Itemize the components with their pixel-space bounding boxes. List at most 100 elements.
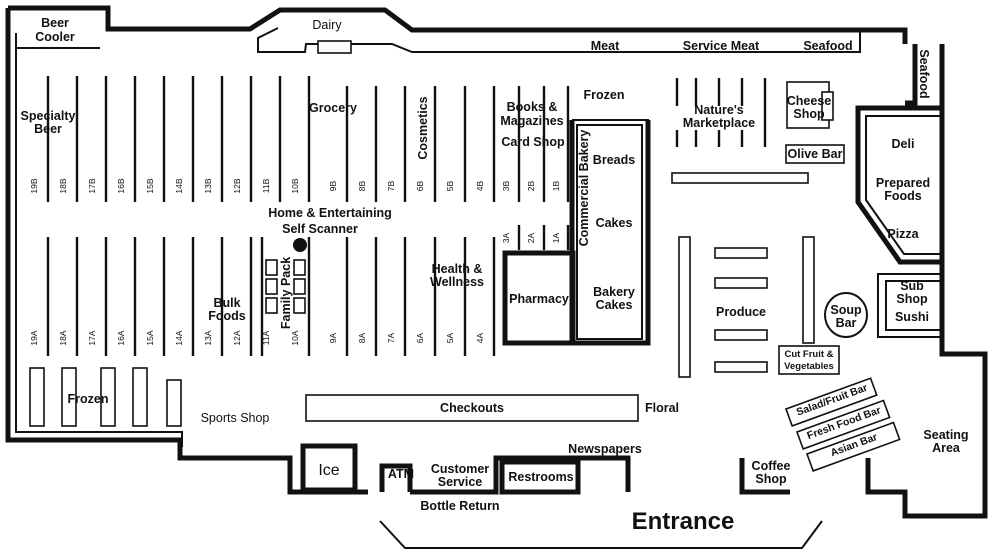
natures-marketplace-label: Nature's bbox=[694, 103, 744, 117]
customer-service-label-2: Service bbox=[438, 475, 483, 489]
aisle-label-12b: 12B bbox=[232, 178, 242, 193]
store-walls bbox=[5, 5, 988, 549]
bakery-cakes-label: Bakery bbox=[593, 285, 635, 299]
dairy-case bbox=[317, 40, 352, 54]
aisle-label-19b: 19B bbox=[29, 178, 39, 193]
aisle-label-7a: 7A bbox=[386, 332, 396, 343]
aisle-label-10b: 10B bbox=[290, 178, 300, 193]
produce-displays bbox=[671, 81, 868, 378]
aisle-label-17a: 17A bbox=[87, 330, 97, 345]
aisle-label-16b: 16B bbox=[116, 178, 126, 193]
fresh-food-bar-box bbox=[795, 399, 891, 450]
pharmacy-label: Pharmacy bbox=[509, 292, 569, 306]
specialty-beer-label: Specialty bbox=[21, 109, 76, 123]
natures-marketplace-label-2: Marketplace bbox=[683, 116, 755, 130]
deli-label: Deli bbox=[892, 137, 915, 151]
olive-bar-label: Olive Bar bbox=[788, 147, 843, 161]
breads-label: Breads bbox=[593, 153, 635, 167]
bottle-return-label: Bottle Return bbox=[420, 499, 499, 513]
health-wellness-label-2: Wellness bbox=[430, 275, 484, 289]
aisle-label-12a: 12A bbox=[232, 330, 242, 345]
aisle-label-9a: 9A bbox=[328, 332, 338, 343]
aisle-label-5b: 5B bbox=[445, 180, 455, 191]
cheese-shop-label-2: Shop bbox=[793, 107, 825, 121]
cut-fruit-label-2: Vegetables bbox=[784, 361, 834, 372]
frozen-bottom-label: Frozen bbox=[68, 392, 109, 406]
atm-label: ATM bbox=[388, 467, 414, 481]
aisle-label-11a: 11A bbox=[261, 330, 271, 345]
aisle-label-6a: 6A bbox=[415, 332, 425, 343]
self-scanner-marker bbox=[293, 238, 307, 252]
books-label-2: Magazines bbox=[500, 114, 563, 128]
bulk-foods-label-2: Foods bbox=[208, 309, 246, 323]
aisle-label-16a: 16A bbox=[116, 330, 126, 345]
aisle-label-3a: 3A bbox=[501, 232, 511, 243]
aisle-label-3b: 3B bbox=[501, 180, 511, 191]
dairy-label: Dairy bbox=[312, 18, 342, 32]
family-pack-label: Family Pack bbox=[279, 257, 293, 329]
aisle-label-14b: 14B bbox=[174, 178, 184, 193]
aisle-shelves-b bbox=[46, 76, 570, 202]
checkouts-counter bbox=[305, 394, 639, 422]
aisle-label-18a: 18A bbox=[58, 330, 68, 345]
front-services bbox=[300, 443, 745, 495]
sub-shop-label-2: Shop bbox=[896, 292, 928, 306]
grocery-label: Grocery bbox=[309, 101, 357, 115]
coffee-shop-label-2: Shop bbox=[755, 472, 787, 486]
bakery-cakes-label-2: Cakes bbox=[596, 298, 633, 312]
seafood-top-label: Seafood bbox=[803, 39, 852, 53]
aisle-label-11b: 11B bbox=[261, 178, 271, 193]
asian-bar-box bbox=[805, 421, 901, 472]
produce-label: Produce bbox=[716, 305, 766, 319]
customer-service-label: Customer bbox=[431, 462, 489, 476]
cosmetics-label: Cosmetics bbox=[416, 96, 430, 159]
restrooms-box bbox=[499, 459, 581, 495]
aisle-label-1a: 1A bbox=[551, 232, 561, 243]
salad-bar-box bbox=[784, 377, 878, 427]
frozen-top-label: Frozen bbox=[584, 88, 625, 102]
home-entertaining-label: Home & Entertaining bbox=[268, 206, 392, 220]
sub-shop-label: Sub bbox=[900, 279, 924, 293]
aisle-label-19a: 19A bbox=[29, 330, 39, 345]
restrooms-label: Restrooms bbox=[508, 470, 573, 484]
sports-shop-label: Sports Shop bbox=[201, 411, 270, 425]
aisle-label-2a: 2A bbox=[526, 232, 536, 243]
cheese-shop-label: Cheese bbox=[787, 94, 832, 108]
aisle-label-1b: 1B bbox=[551, 180, 561, 191]
meat-label: Meat bbox=[591, 39, 620, 53]
aisle-label-9b: 9B bbox=[328, 180, 338, 191]
aisle-label-2b: 2B bbox=[526, 180, 536, 191]
aisle-label-10a: 10A bbox=[290, 330, 300, 345]
cut-fruit-label: Cut Fruit & bbox=[784, 349, 833, 360]
ice-label: Ice bbox=[318, 462, 339, 479]
health-wellness-label: Health & bbox=[432, 262, 483, 276]
aisle-label-18b: 18B bbox=[58, 178, 68, 193]
prepared-foods-label-2: Foods bbox=[884, 189, 922, 203]
soup-bar-label-2: Bar bbox=[836, 316, 857, 330]
natures-marketplace-shelves bbox=[675, 78, 767, 147]
cut-fruit-box bbox=[778, 345, 840, 375]
commercial-bakery-label: Commercial Bakery bbox=[577, 130, 591, 247]
beer-cooler-label-2: Cooler bbox=[35, 30, 75, 44]
bulk-foods-label: Bulk bbox=[213, 296, 240, 310]
aisle-label-7b: 7B bbox=[386, 180, 396, 191]
aisle-label-5a: 5A bbox=[445, 332, 455, 343]
aisle-label-8b: 8B bbox=[357, 180, 367, 191]
pharmacy-box bbox=[502, 250, 576, 346]
prepared-foods-label: Prepared bbox=[876, 176, 930, 190]
card-shop-label: Card Shop bbox=[501, 135, 565, 149]
pizza-label: Pizza bbox=[887, 227, 919, 241]
specialty-beer-label-2: Beer bbox=[34, 122, 62, 136]
deli-enclosure bbox=[855, 105, 942, 338]
service-meat-label: Service Meat bbox=[683, 39, 760, 53]
seating-area-label: Seating bbox=[923, 428, 968, 442]
sushi-label: Sushi bbox=[895, 310, 929, 324]
self-scanner-label: Self Scanner bbox=[282, 222, 358, 236]
olive-bar-box bbox=[785, 144, 845, 164]
aisle-label-14a: 14A bbox=[174, 330, 184, 345]
cakes-label: Cakes bbox=[596, 216, 633, 230]
entrance-label: Entrance bbox=[632, 508, 735, 535]
frozen-freezers bbox=[29, 367, 182, 427]
